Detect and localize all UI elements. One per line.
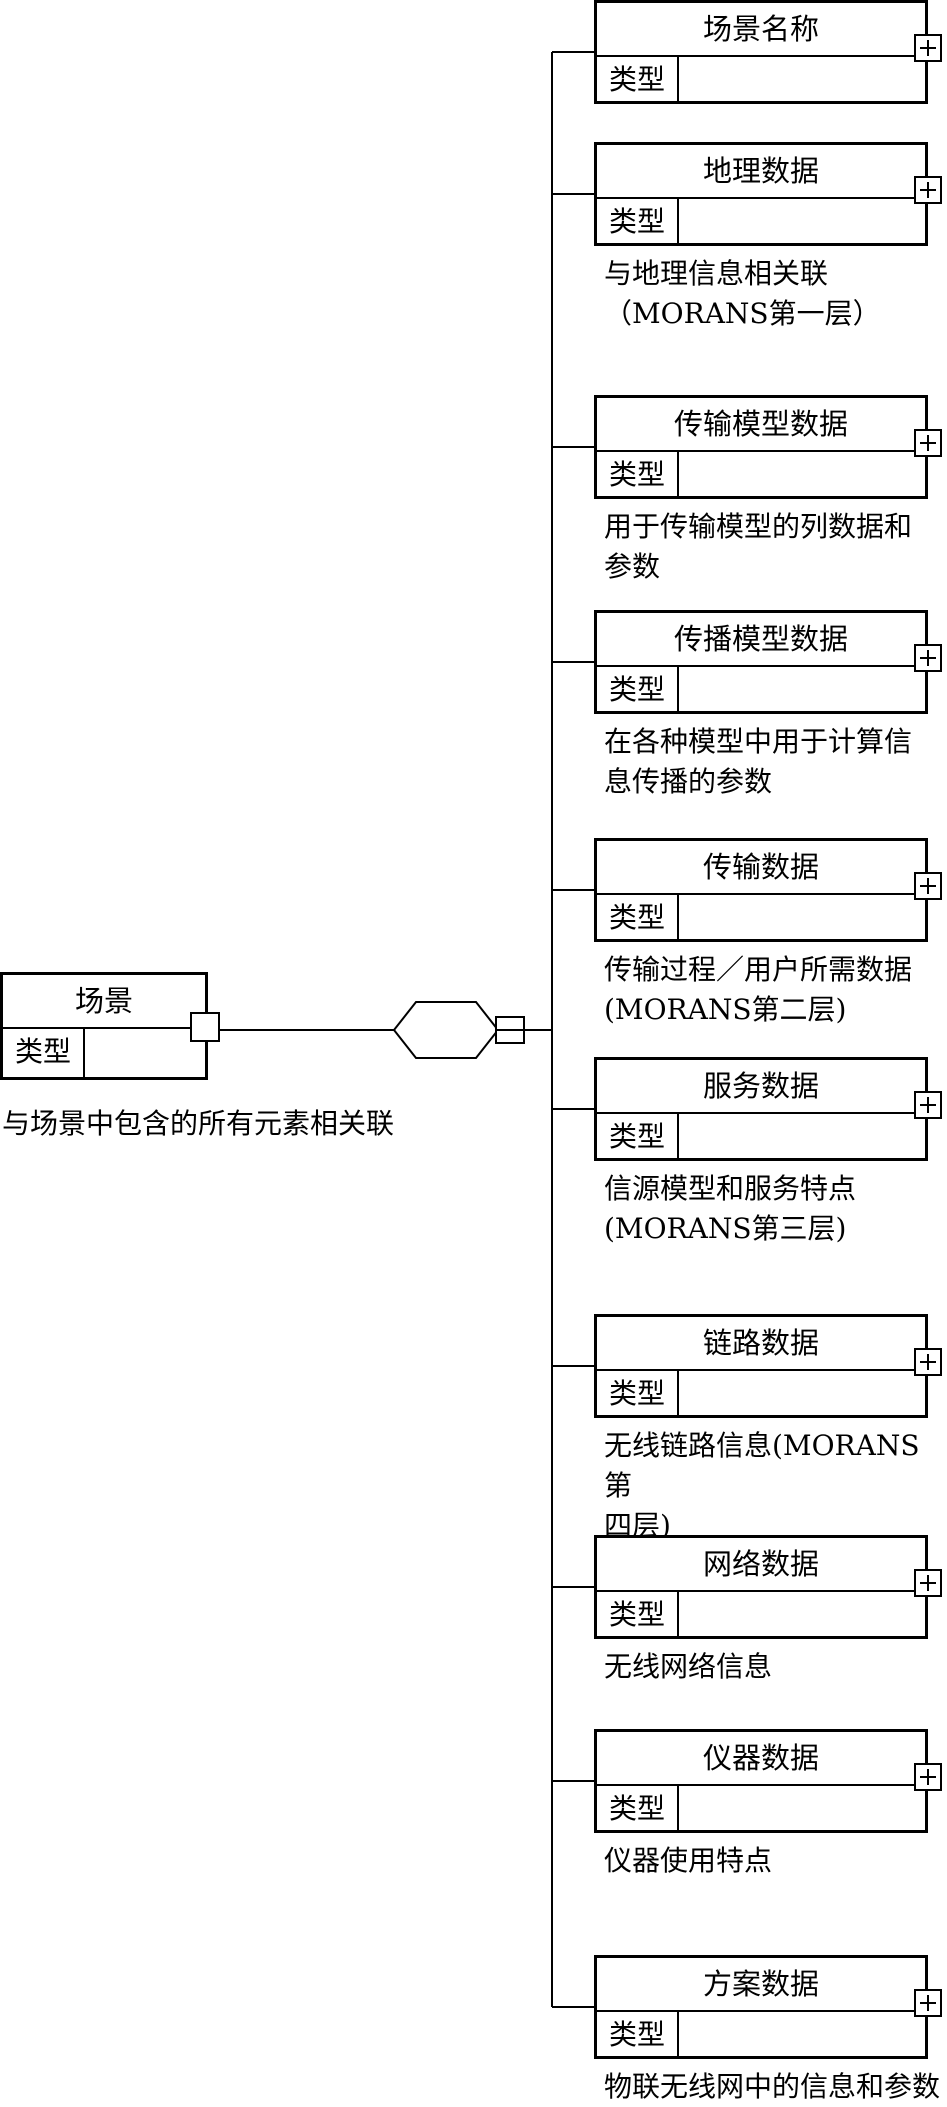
child-type-label: 类型 bbox=[597, 1371, 679, 1415]
child-description: 无线网络信息 bbox=[604, 1650, 773, 1683]
child-divider bbox=[597, 1590, 925, 1592]
child-element-box[interactable]: 地理数据类型 bbox=[594, 142, 928, 246]
child-divider bbox=[597, 665, 925, 667]
child-element-box[interactable]: 链路数据类型 bbox=[594, 1314, 928, 1418]
child-type-label: 类型 bbox=[597, 1114, 679, 1158]
root-type-label: 类型 bbox=[3, 1029, 85, 1077]
child-divider bbox=[597, 1112, 925, 1114]
plus-icon[interactable] bbox=[914, 1569, 942, 1597]
child-divider bbox=[597, 2010, 925, 2012]
root-divider bbox=[3, 1027, 205, 1029]
plus-icon[interactable] bbox=[914, 1763, 942, 1791]
plus-icon[interactable] bbox=[914, 872, 942, 900]
child-description: 仪器使用特点 bbox=[604, 1844, 773, 1877]
child-element-box[interactable]: 仪器数据类型 bbox=[594, 1729, 928, 1833]
child-description: 在各种模型中用于计算信 息传播的参数 bbox=[604, 725, 913, 798]
child-element-title: 方案数据 bbox=[702, 1967, 819, 2001]
child-description: 无线链路信息(MORANS第 四层) bbox=[604, 1429, 920, 1542]
child-description: 与地理信息相关联 （MORANS第一层） bbox=[604, 257, 881, 330]
plus-icon[interactable] bbox=[914, 429, 942, 457]
root-element-box[interactable]: 场景 类型 bbox=[0, 972, 208, 1080]
child-element-box[interactable]: 服务数据类型 bbox=[594, 1057, 928, 1161]
child-element-title: 服务数据 bbox=[702, 1069, 819, 1103]
child-element-box[interactable]: 传输数据类型 bbox=[594, 838, 928, 942]
plus-icon[interactable] bbox=[914, 1091, 942, 1119]
child-type-label: 类型 bbox=[597, 452, 679, 496]
root-description: 与场景中包含的所有元素相关联 bbox=[2, 1107, 395, 1140]
child-divider bbox=[597, 893, 925, 895]
plus-icon[interactable] bbox=[914, 176, 942, 204]
child-description: 用于传输模型的列数据和 参数 bbox=[604, 510, 913, 583]
child-element-box[interactable]: 场景名称类型 bbox=[594, 0, 928, 104]
child-divider bbox=[597, 450, 925, 452]
child-type-label: 类型 bbox=[597, 199, 679, 243]
child-element-box[interactable]: 网络数据类型 bbox=[594, 1535, 928, 1639]
child-element-title: 场景名称 bbox=[702, 12, 819, 46]
child-element-box[interactable]: 传输模型数据类型 bbox=[594, 395, 928, 499]
child-divider bbox=[597, 55, 925, 57]
child-divider bbox=[597, 1784, 925, 1786]
plus-icon[interactable] bbox=[914, 1348, 942, 1376]
child-element-title: 链路数据 bbox=[702, 1326, 819, 1360]
root-element-title: 场景 bbox=[74, 984, 133, 1018]
plus-icon[interactable] bbox=[914, 34, 942, 62]
child-description: 物联无线网中的信息和参数 bbox=[604, 2070, 941, 2103]
child-element-title: 网络数据 bbox=[702, 1547, 819, 1581]
child-element-box[interactable]: 方案数据类型 bbox=[594, 1955, 928, 2059]
sequence-connector-icon[interactable] bbox=[392, 1001, 500, 1059]
child-element-title: 地理数据 bbox=[702, 154, 819, 188]
plus-icon[interactable] bbox=[914, 644, 942, 672]
child-type-label: 类型 bbox=[597, 895, 679, 939]
child-description: 传输过程／用户所需数据 (MORANS第二层) bbox=[604, 953, 913, 1026]
plus-icon[interactable] bbox=[914, 1989, 942, 2017]
root-connector-port[interactable] bbox=[190, 1012, 220, 1042]
child-type-label: 类型 bbox=[597, 1592, 679, 1636]
child-divider bbox=[597, 1369, 925, 1371]
child-description: 信源模型和服务特点 (MORANS第三层) bbox=[604, 1172, 857, 1245]
child-element-title: 仪器数据 bbox=[702, 1741, 819, 1775]
child-type-label: 类型 bbox=[597, 667, 679, 711]
child-type-label: 类型 bbox=[597, 1786, 679, 1830]
child-type-label: 类型 bbox=[597, 2012, 679, 2056]
child-element-title: 传播模型数据 bbox=[673, 622, 848, 656]
child-element-title: 传输数据 bbox=[702, 850, 819, 884]
child-element-box[interactable]: 传播模型数据类型 bbox=[594, 610, 928, 714]
child-element-title: 传输模型数据 bbox=[673, 407, 848, 441]
child-divider bbox=[597, 197, 925, 199]
child-type-label: 类型 bbox=[597, 57, 679, 101]
